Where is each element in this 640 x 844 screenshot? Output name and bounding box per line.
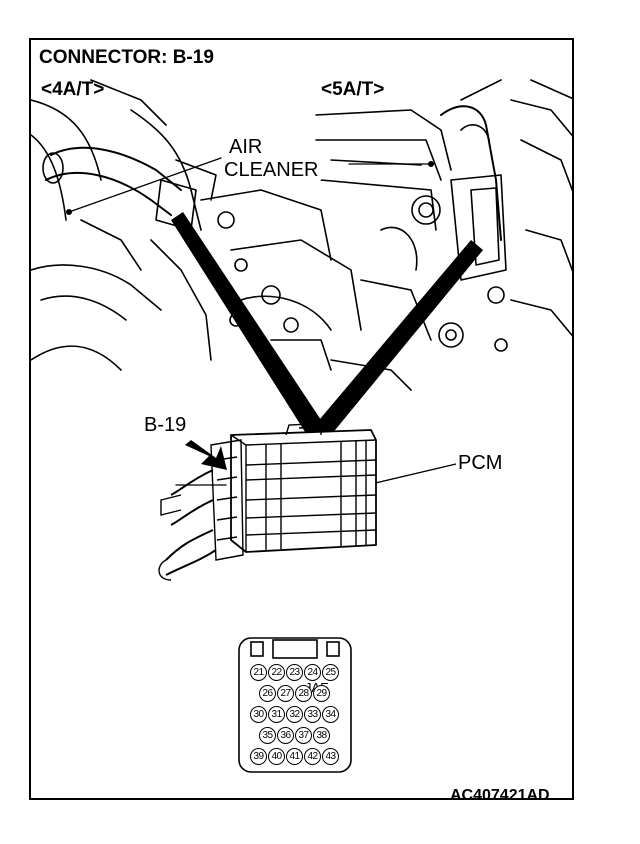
connector-pin: 24 bbox=[304, 664, 321, 681]
connector-pin: 23 bbox=[286, 664, 303, 681]
connector-pin: 40 bbox=[268, 748, 285, 765]
figure-code: AC407421AD bbox=[450, 787, 550, 800]
connector-pin: 42 bbox=[304, 748, 321, 765]
connector-pin: 41 bbox=[286, 748, 303, 765]
connector-pin: 30 bbox=[250, 706, 267, 723]
connector-pin: 28 bbox=[295, 685, 312, 702]
callout-connector-b19: B-19 bbox=[142, 414, 189, 436]
variant-label-5at: <5A/T> bbox=[321, 79, 385, 100]
connector-pin: 43 bbox=[322, 748, 339, 765]
connector-pin: 26 bbox=[259, 685, 276, 702]
connector-pin: 37 bbox=[295, 727, 312, 744]
connector-pin: 38 bbox=[313, 727, 330, 744]
connector-pin: 39 bbox=[250, 748, 267, 765]
connector-pin: 32 bbox=[286, 706, 303, 723]
diagram-frame: CONNECTOR: B-19 <4A/T> <5A/T> AIR CLEANE… bbox=[29, 38, 574, 800]
engine-bay-illustration bbox=[31, 79, 572, 773]
callout-pcm: PCM bbox=[456, 452, 505, 474]
callout-air-cleaner-line1: AIR bbox=[226, 137, 266, 157]
callout-air-cleaner-line2: CLEANER bbox=[221, 160, 322, 180]
connector-pin: 33 bbox=[304, 706, 321, 723]
connector-pin: 36 bbox=[277, 727, 294, 744]
connector-pin: 34 bbox=[322, 706, 339, 723]
page-title: CONNECTOR: B-19 bbox=[39, 47, 214, 68]
connector-pin: 31 bbox=[268, 706, 285, 723]
connector-pin: 27 bbox=[277, 685, 294, 702]
connector-pin: 35 bbox=[259, 727, 276, 744]
connector-pin: 25 bbox=[322, 664, 339, 681]
connector-pin: 29 bbox=[313, 685, 330, 702]
connector-pin: 22 bbox=[268, 664, 285, 681]
connector-pin: 21 bbox=[250, 664, 267, 681]
variant-label-4at: <4A/T> bbox=[41, 79, 105, 100]
